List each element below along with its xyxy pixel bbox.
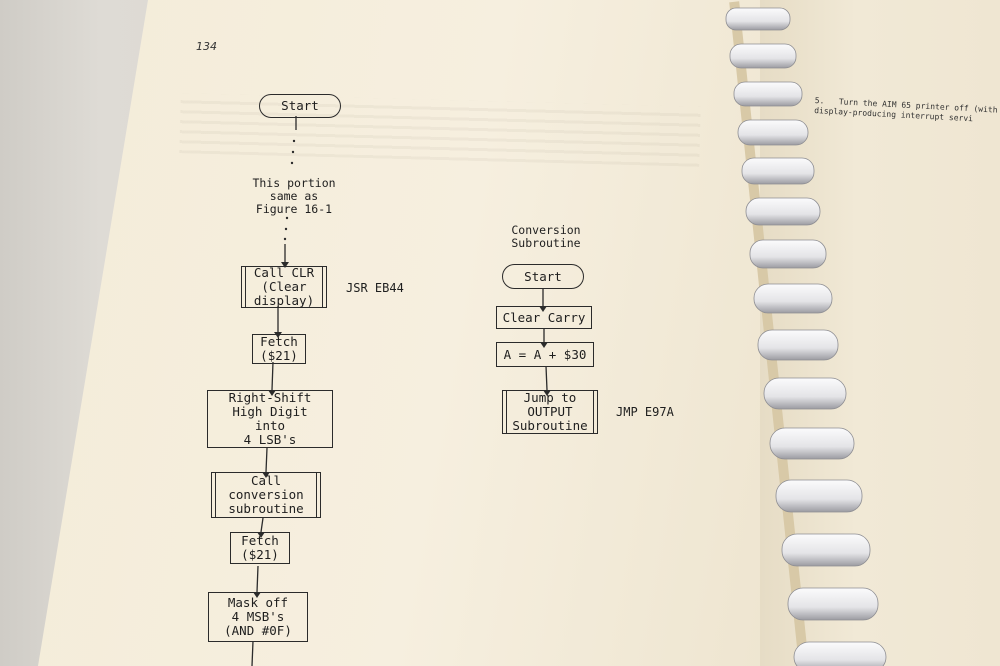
jsr-label: JSR EB44: [346, 281, 404, 295]
mask-off-box: Mask off 4 MSB's (AND #0F): [208, 592, 308, 642]
add-30-box: A = A + $30: [496, 342, 594, 367]
spiral-binding: [725, 1, 887, 666]
jump-output-box: Jump to OUTPUT Subroutine: [502, 390, 598, 434]
call-conversion-box: Call conversion subroutine: [211, 472, 321, 518]
jmp-label: JMP E97A: [616, 405, 674, 419]
page-number: 134: [196, 40, 217, 53]
continuation-note: This portion same as Figure 16-1: [252, 176, 336, 216]
start-terminal: Start: [259, 94, 341, 118]
call-clr-box: Call CLR (Clear display): [241, 266, 327, 308]
left-page: [38, 0, 780, 666]
subroutine-title: Conversion Subroutine: [511, 223, 581, 250]
fetch-box-2: Fetch ($21): [230, 532, 290, 564]
right-shift-box: Right-Shift High Digit into 4 LSB's: [207, 390, 333, 448]
clear-carry-box: Clear Carry: [496, 306, 592, 329]
fetch-box: Fetch ($21): [252, 334, 306, 364]
sub-start-terminal: Start: [502, 264, 584, 289]
